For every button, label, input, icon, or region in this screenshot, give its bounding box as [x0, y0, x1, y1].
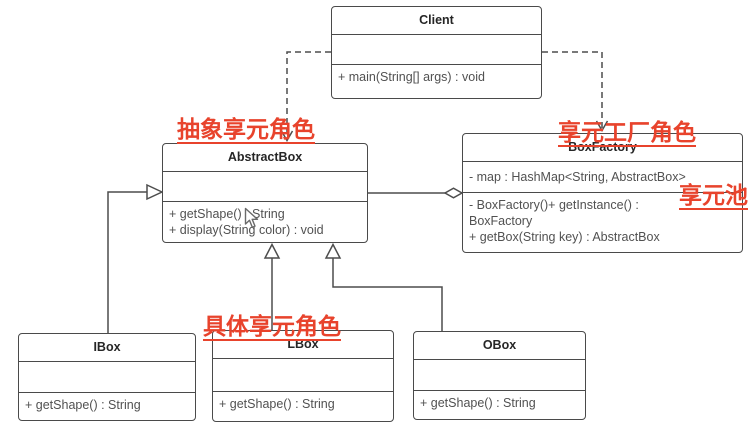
class-box-boxfactory: BoxFactory - map : HashMap<String, Abstr… [462, 133, 743, 253]
annotation-abstract-flyweight-role: 抽象享元角色 [177, 116, 315, 144]
class-box-lbox: LBox + getShape() : String [212, 330, 394, 422]
methods-compartment: + main(String[] args) : void [332, 65, 541, 98]
class-title: OBox [414, 332, 585, 360]
dependency-client-abstractbox [286, 51, 331, 138]
generalization-obox-abstractbox [332, 258, 443, 331]
class-box-ibox: IBox + getShape() : String [18, 333, 196, 421]
class-title: IBox [19, 334, 195, 362]
method-label: + getShape() : String [420, 396, 536, 410]
methods-compartment: + getShape() : String [414, 391, 585, 419]
method-label: + getShape() : String [169, 207, 285, 221]
generalization-triangle-icon [324, 242, 342, 259]
class-box-client: Client + main(String[] args) : void [331, 6, 542, 99]
method-label: + display(String color) : void [169, 223, 324, 237]
methods-compartment: + getShape() : String [19, 393, 195, 420]
method-label: + main(String[] args) : void [338, 70, 485, 84]
attributes-compartment [163, 172, 367, 202]
class-box-obox: OBox + getShape() : String [413, 331, 586, 420]
mouse-cursor-icon [244, 207, 259, 228]
methods-compartment: + getShape() : String [213, 392, 393, 421]
method-label: + getBox(String key) : AbstractBox [469, 230, 660, 244]
method-label: + getShape() : String [219, 397, 335, 411]
attributes-compartment [19, 362, 195, 393]
attributes-compartment [213, 359, 393, 392]
class-title: AbstractBox [163, 144, 367, 172]
attributes-compartment [332, 35, 541, 65]
attributes-compartment [414, 360, 585, 391]
dependency-client-boxfactory [542, 51, 603, 128]
class-title: BoxFactory [463, 134, 742, 162]
aggregation-diamond-icon [443, 187, 464, 199]
dependency-arrowhead [280, 130, 294, 142]
methods-compartment: - BoxFactory()+ getInstance() : BoxFacto… [463, 193, 742, 252]
method-label: + getShape() : String [25, 398, 141, 412]
attribute-label: - map : HashMap<String, AbstractBox> [469, 170, 686, 184]
generalization-triangle-icon [146, 183, 164, 201]
generalization-ibox-abstractbox [107, 191, 147, 333]
method-label: BoxFactory [469, 214, 533, 228]
method-label: - BoxFactory()+ getInstance() : [469, 198, 639, 212]
annotation-flyweight-pool: 享元池 [679, 182, 748, 210]
annotation-concrete-flyweight-role: 具体享元角色 [203, 313, 341, 341]
methods-compartment: + getShape() : String + display(String c… [163, 202, 367, 242]
dependency-arrowhead [595, 120, 609, 132]
generalization-triangle-icon [263, 242, 281, 259]
class-box-abstractbox: AbstractBox + getShape() : String + disp… [162, 143, 368, 243]
attributes-compartment: - map : HashMap<String, AbstractBox> [463, 162, 742, 193]
annotation-flyweight-factory-role: 享元工厂角色 [558, 119, 696, 147]
class-title: Client [332, 7, 541, 35]
